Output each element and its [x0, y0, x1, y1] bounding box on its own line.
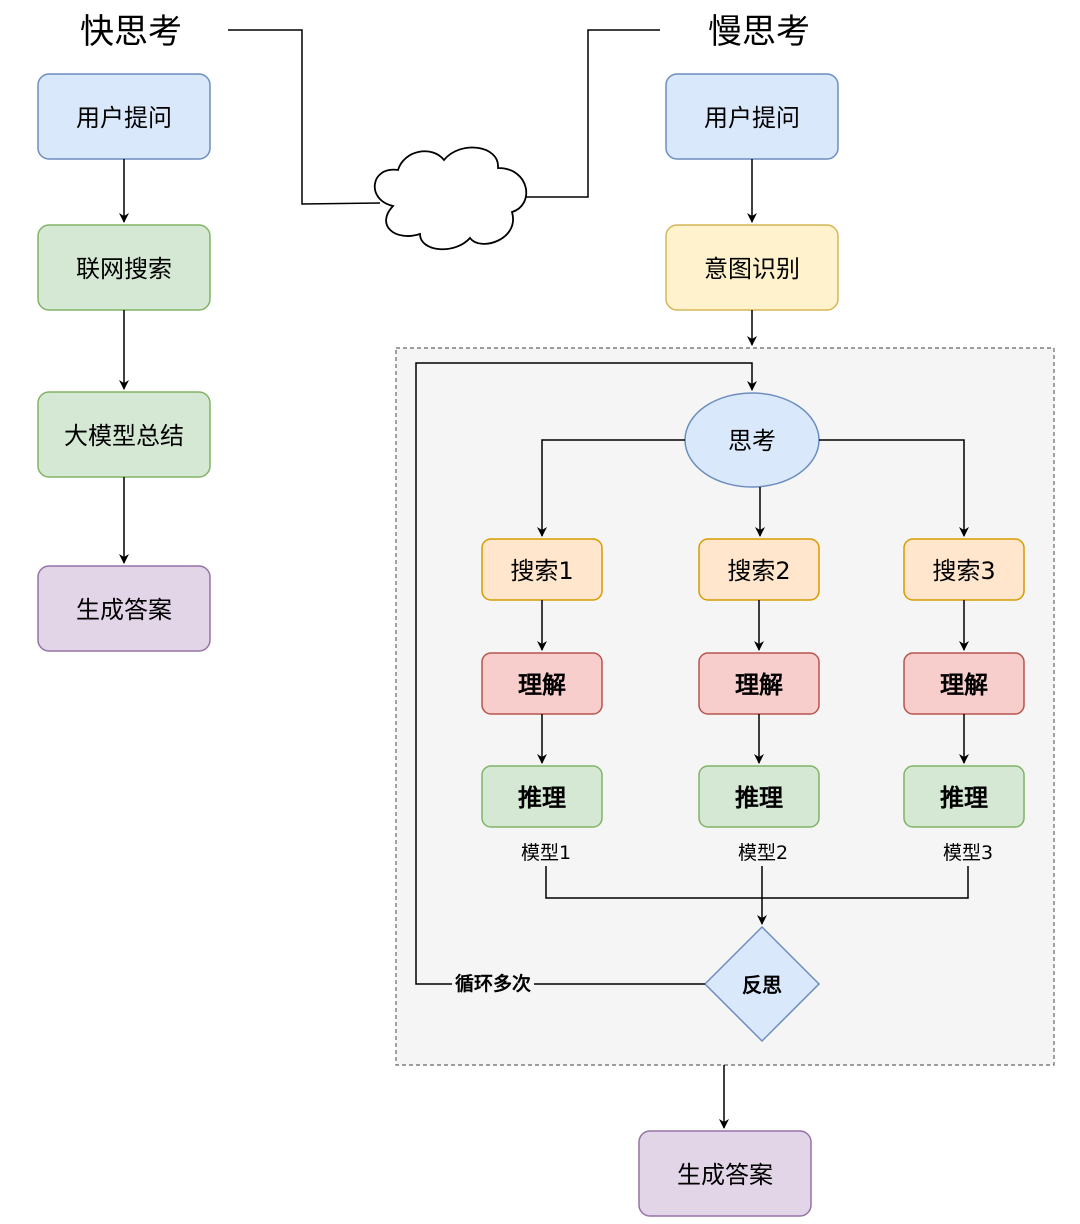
branch2-search-label: 搜索2 — [727, 557, 790, 585]
branch2-reason-box — [698, 765, 820, 828]
think-label: 思考 — [728, 427, 776, 455]
branch1-understand-label: 理解 — [518, 671, 566, 699]
reflect-label: 反思 — [742, 973, 782, 997]
branch2-model-label: 模型2 — [738, 842, 788, 864]
branch1-model-label: 模型1 — [521, 842, 571, 864]
fast-thinking-title: 快思考 — [80, 12, 182, 52]
fast-node-label-2: 联网搜索 — [76, 255, 172, 283]
slow-answer-box — [638, 1130, 812, 1217]
connector-line-right — [524, 29, 660, 198]
branch3-search-label: 搜索3 — [932, 557, 995, 585]
loop-label: 循环多次 — [455, 972, 531, 995]
connector-line-left — [228, 29, 381, 205]
intent-recognition-label: 意图识别 — [704, 255, 800, 283]
branch3-model-label: 模型3 — [943, 842, 993, 864]
slow-thinking-title: 慢思考 — [708, 12, 810, 52]
reflect-node — [703, 925, 821, 1043]
branch3-reason-box — [903, 765, 1025, 828]
branch1-reason-label: 推理 — [518, 784, 566, 812]
branch1-reason-box — [481, 765, 603, 828]
edge-think-search3 — [819, 439, 969, 537]
fast-node-box-4 — [37, 565, 211, 652]
branch3-reason-label: 推理 — [940, 784, 988, 812]
branch2-understand-label: 理解 — [735, 671, 783, 699]
slow-answer-label: 生成答案 — [677, 1161, 773, 1189]
branch1-search-label: 搜索1 — [510, 557, 573, 585]
branch3-understand-label: 理解 — [940, 671, 988, 699]
edge-think-search1 — [537, 439, 685, 537]
loop-label-bg — [452, 968, 534, 996]
cloud-icon — [373, 146, 528, 251]
fast-node-label-1: 用户提问 — [76, 104, 172, 132]
fast-node-label-3: 大模型总结 — [64, 422, 184, 450]
fast-node-label-4: 生成答案 — [76, 596, 172, 624]
edge-merge-models — [545, 866, 969, 899]
branch2-reason-label: 推理 — [735, 784, 783, 812]
slow-question-label: 用户提问 — [704, 104, 800, 132]
